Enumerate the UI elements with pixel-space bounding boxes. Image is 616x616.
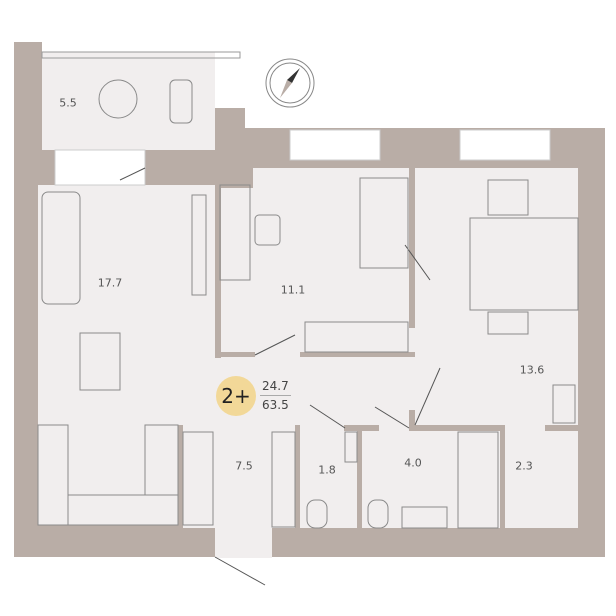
windows (41, 51, 551, 186)
sofa (41, 191, 81, 305)
room-area-bedroom-small: 11.1 (280, 283, 306, 297)
room-area-bedroom-large: 13.6 (519, 363, 545, 377)
desk (219, 184, 251, 281)
toilet (306, 499, 328, 529)
desk-chair (254, 214, 281, 246)
room-area-living-kitchen: 17.7 (97, 276, 123, 290)
kitchen-counter (37, 424, 69, 526)
entry-opening (215, 528, 272, 558)
room-area-bathroom: 4.0 (404, 456, 422, 470)
toilet (367, 499, 389, 529)
single-bed (359, 177, 409, 269)
boiler (344, 431, 358, 463)
kitchen-island (144, 424, 179, 496)
floors (38, 52, 578, 558)
room-area-balcony: 5.5 (59, 96, 77, 110)
tv-stand (191, 194, 207, 296)
double-bed (469, 217, 579, 311)
compass-icon (265, 58, 315, 108)
bathtub (457, 431, 499, 529)
interior-walls (14, 168, 605, 557)
dresser (552, 384, 576, 424)
door-swings (119, 167, 441, 586)
total-area: 63.5 (262, 398, 289, 412)
room-area-wardrobe: 2.3 (515, 459, 533, 473)
rooms-badge: 2+ (216, 376, 256, 416)
nightstand (487, 311, 529, 335)
room-area-toilet: 1.8 (318, 463, 336, 477)
balcony-table (98, 79, 138, 119)
wardrobe (304, 321, 409, 353)
area-summary: 24.7 63.5 (260, 377, 291, 414)
balcony-floor (42, 52, 215, 150)
living-area: 24.7 (260, 377, 291, 396)
nightstand (487, 179, 529, 216)
dining-table (79, 332, 121, 391)
balcony-bench (169, 79, 193, 124)
closet (182, 431, 214, 526)
kitchen-counter (67, 494, 179, 526)
room-area-hallway: 7.5 (235, 459, 253, 473)
closet (271, 431, 296, 528)
furniture (37, 79, 579, 529)
sink (401, 506, 448, 529)
